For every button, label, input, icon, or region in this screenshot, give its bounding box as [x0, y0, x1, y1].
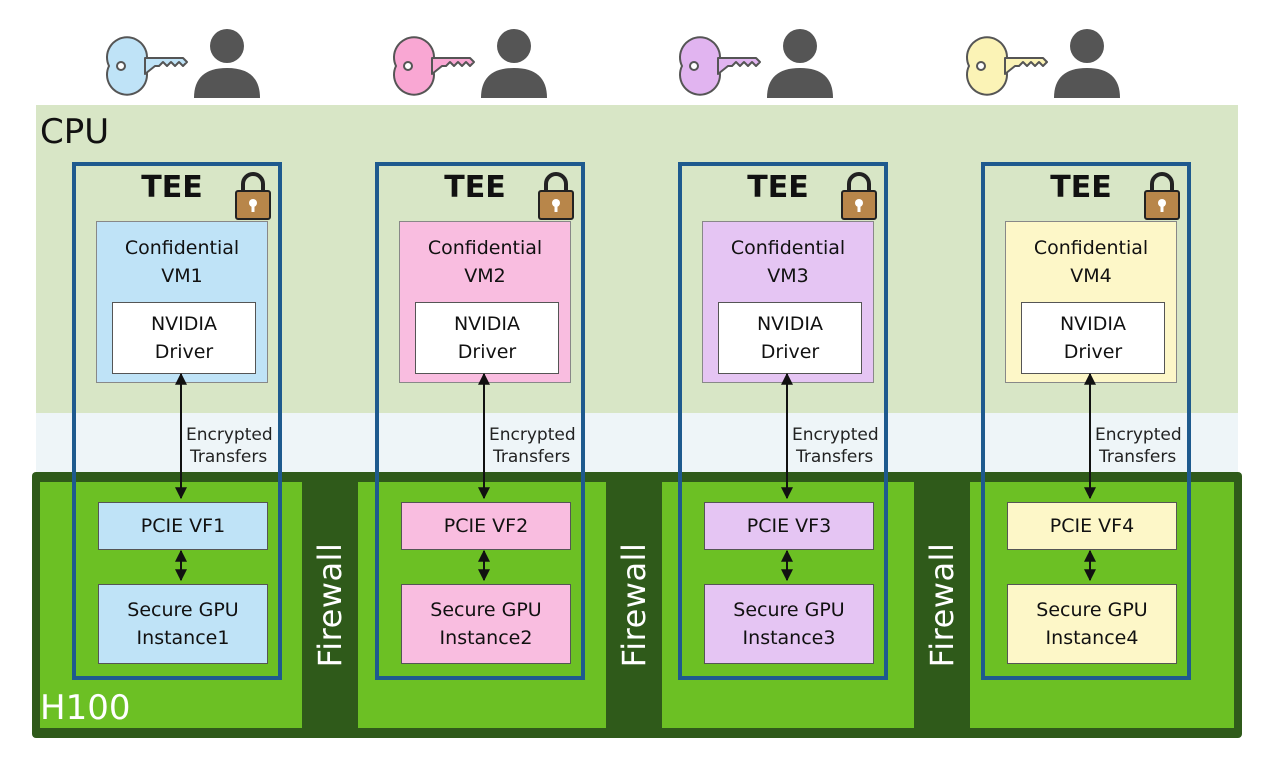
- lock-icon: [1144, 172, 1180, 220]
- vm-label: Confidential: [1033, 237, 1149, 259]
- tee-title: TEE: [1050, 170, 1112, 205]
- secure-gpu-instance-4: Secure GPU Instance4: [1007, 584, 1177, 664]
- driver-line1: NVIDIA: [756, 313, 824, 335]
- enc-line1: Encrypted: [792, 425, 879, 445]
- lock-icon: [538, 172, 574, 220]
- enc-line1: Encrypted: [186, 425, 273, 445]
- vm-id: VM1: [161, 265, 203, 287]
- user-icon: [194, 29, 260, 98]
- enc-line2: Transfers: [190, 447, 268, 467]
- tee-title: TEE: [141, 170, 203, 205]
- firewall-label: Firewall: [615, 542, 653, 668]
- gpu-line1: Secure GPU: [733, 599, 845, 621]
- key-icon: [679, 36, 761, 96]
- cpu-label: CPU: [40, 112, 110, 152]
- enc-line2: Transfers: [796, 447, 874, 467]
- gpu-line2: Instance2: [439, 627, 533, 649]
- transfer-gap: [36, 413, 1238, 473]
- enc-line2: Transfers: [493, 447, 571, 467]
- nvidia-driver-2: NVIDIA Driver: [415, 302, 559, 374]
- user-icon: [767, 29, 833, 98]
- gpu-line1: Secure GPU: [1036, 599, 1148, 621]
- vm-label: Confidential: [124, 237, 240, 259]
- enc-line1: Encrypted: [489, 425, 576, 445]
- key-icon: [393, 36, 475, 96]
- tee-title: TEE: [444, 170, 506, 205]
- firewall-label: Firewall: [923, 542, 961, 668]
- firewall-label: Firewall: [311, 542, 349, 668]
- nvidia-driver-4: NVIDIA Driver: [1021, 302, 1165, 374]
- firewall-1: Firewall: [300, 480, 360, 730]
- tenant-2-user-group: [393, 29, 547, 98]
- pcie-vf-3: PCIE VF3: [704, 502, 874, 550]
- gpu-line1: Secure GPU: [127, 599, 239, 621]
- lock-icon: [235, 172, 271, 220]
- driver-line1: NVIDIA: [1059, 313, 1127, 335]
- h100-label: H100: [40, 688, 131, 728]
- driver-line2: Driver: [1063, 341, 1123, 363]
- driver-line2: Driver: [457, 341, 517, 363]
- gpu-line2: Instance3: [742, 627, 836, 649]
- gpu-line2: Instance1: [136, 627, 230, 649]
- lock-icon: [841, 172, 877, 220]
- tenant-4-user-group: [966, 29, 1120, 98]
- vm-label: Confidential: [427, 237, 543, 259]
- driver-line2: Driver: [760, 341, 820, 363]
- pcie-vf-1: PCIE VF1: [98, 502, 268, 550]
- tenant-1-user-group: [106, 29, 260, 98]
- tee-title: TEE: [747, 170, 809, 205]
- enc-line2: Transfers: [1099, 447, 1177, 467]
- user-icon: [1054, 29, 1120, 98]
- firewall-2: Firewall: [604, 480, 664, 730]
- secure-gpu-instance-2: Secure GPU Instance2: [401, 584, 571, 664]
- vm-id: VM3: [767, 265, 809, 287]
- secure-gpu-instance-1: Secure GPU Instance1: [98, 584, 268, 664]
- driver-line1: NVIDIA: [150, 313, 218, 335]
- nvidia-driver-1: NVIDIA Driver: [112, 302, 256, 374]
- vm-id: VM4: [1070, 265, 1112, 287]
- driver-line1: NVIDIA: [453, 313, 521, 335]
- gpu-line1: Secure GPU: [430, 599, 542, 621]
- vm-label: Confidential: [730, 237, 846, 259]
- user-icon: [481, 29, 547, 98]
- vm-id: VM2: [464, 265, 506, 287]
- nvidia-driver-3: NVIDIA Driver: [718, 302, 862, 374]
- pcie-vf-4: PCIE VF4: [1007, 502, 1177, 550]
- key-icon: [966, 36, 1048, 96]
- key-icon: [106, 36, 188, 96]
- firewall-3: Firewall: [912, 480, 972, 730]
- pcie-vf-2: PCIE VF2: [401, 502, 571, 550]
- gpu-line2: Instance4: [1045, 627, 1139, 649]
- driver-line2: Driver: [154, 341, 214, 363]
- secure-gpu-instance-3: Secure GPU Instance3: [704, 584, 874, 664]
- tenant-3-user-group: [679, 29, 833, 98]
- enc-line1: Encrypted: [1095, 425, 1182, 445]
